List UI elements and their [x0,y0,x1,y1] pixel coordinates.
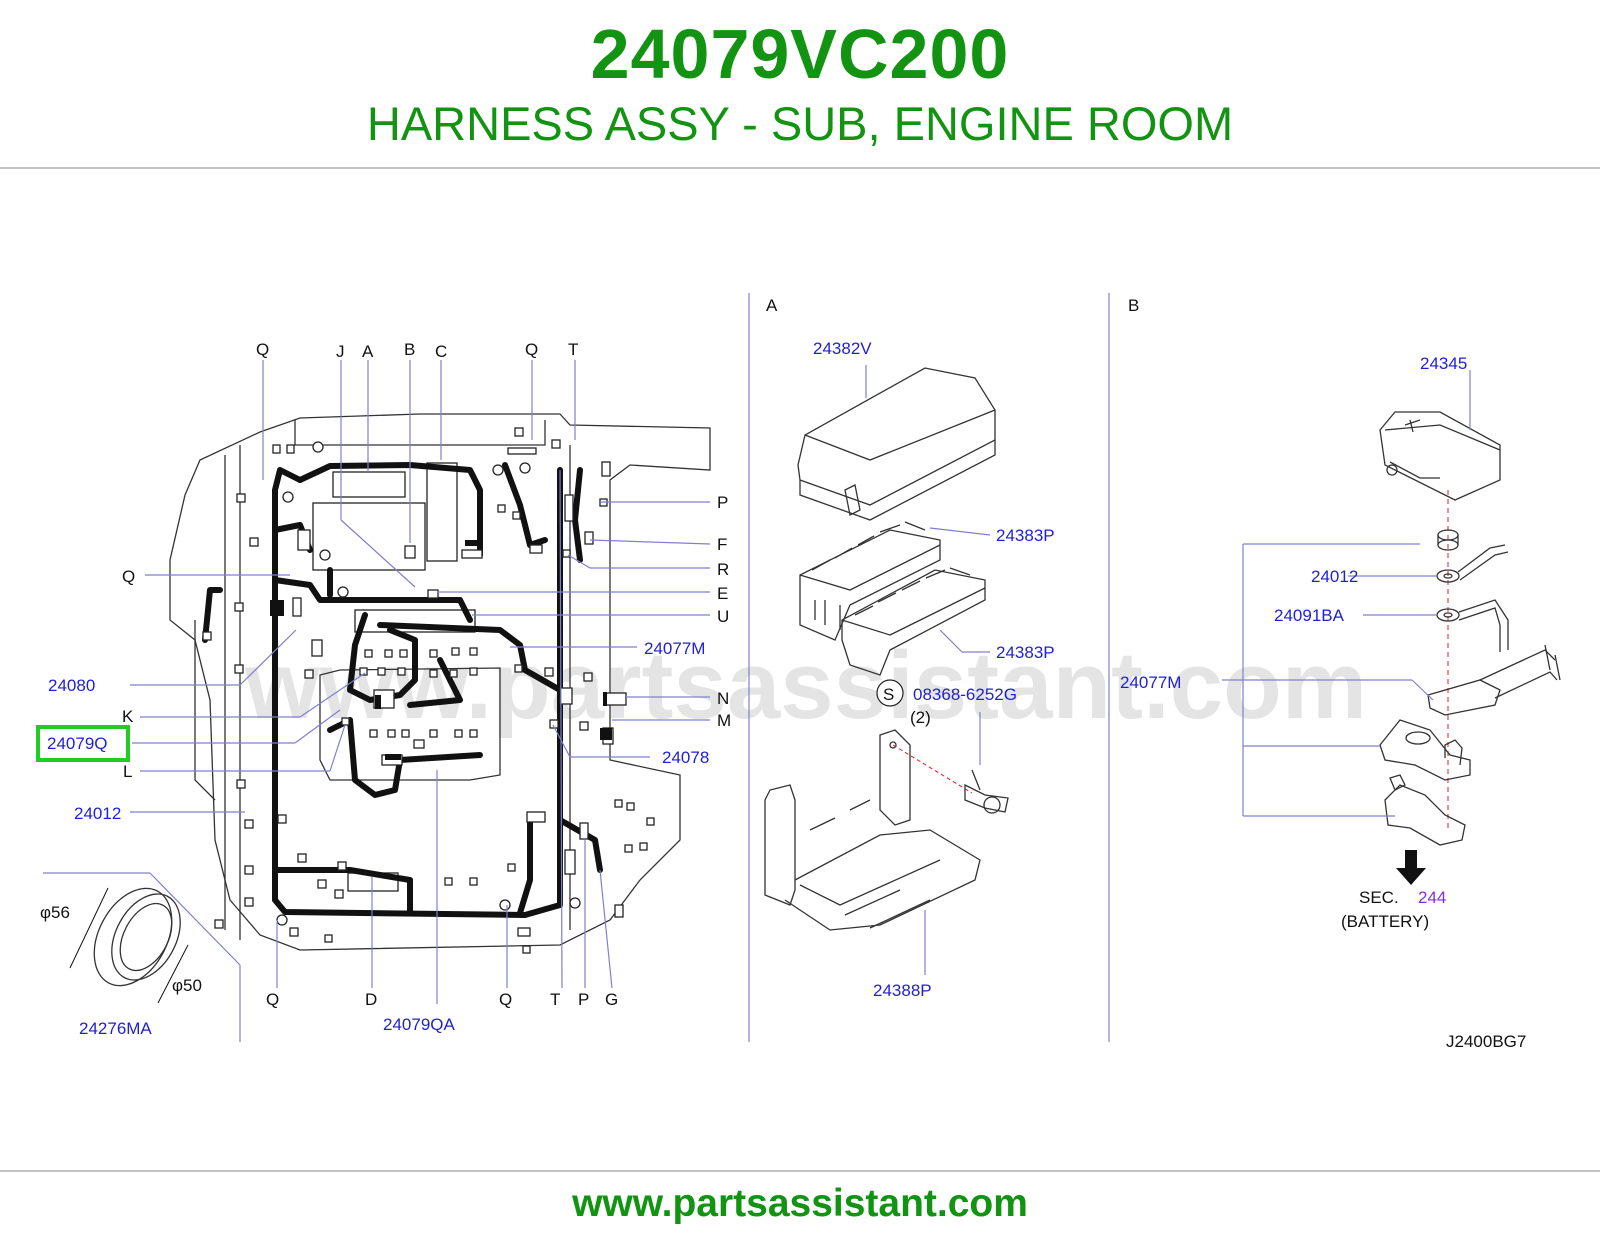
label-p-bottom: P [578,990,589,1009]
part-link-24077m-left[interactable]: 24077M [644,639,705,658]
label-t-bottom: T [550,990,560,1009]
part-link-24345[interactable]: 24345 [1420,354,1467,373]
part-link-24079qa[interactable]: 24079QA [383,1015,455,1034]
drawing-code: J2400BG7 [1446,1032,1526,1051]
nut [1437,529,1459,551]
down-arrow-icon [1396,850,1426,885]
label-q-left: Q [122,567,135,586]
label-g: G [605,990,618,1009]
fuse-block-a [332,471,406,498]
label-e: E [717,584,728,603]
fuse-block-24383p-rear [841,567,986,676]
label-d: D [365,990,377,1009]
fuse-block-c [426,462,458,562]
battery-label: (BATTERY) [1341,912,1429,931]
terminal-cover-24345 [1379,370,1501,501]
fuse-box-cover-24382v [797,365,996,521]
label-q-bottom-left: Q [266,990,279,1009]
label-m: M [717,711,731,730]
s-symbol-circle [876,679,904,707]
part-link-24079q[interactable]: 24079Q [47,734,108,753]
part-link-24091ba[interactable]: 24091BA [1274,606,1345,625]
section-link-244[interactable]: 244 [1418,888,1446,907]
section-label-a: A [766,296,778,315]
label-t-top: T [568,340,578,359]
part-number-title: 24079VC200 [590,15,1010,93]
label-c: C [435,342,447,361]
part-link-24078[interactable]: 24078 [662,748,709,767]
relay-box-outline [312,502,426,571]
leader-lines-b [1222,543,1436,817]
label-n: N [717,689,729,708]
battery-clamp [1379,719,1471,781]
part-link-24012-right[interactable]: 24012 [1311,567,1358,586]
ring-terminal-24012 [1436,544,1509,583]
label-u: U [717,607,729,626]
dim-phi56: φ56 [40,903,70,922]
grommet-24276ma [69,887,189,1004]
engine-room-outline [169,413,711,951]
part-link-24012-left[interactable]: 24012 [74,804,121,823]
part-link-24080[interactable]: 24080 [48,676,95,695]
part-link-24383p-2[interactable]: 24383P [996,643,1055,662]
footer-divider [0,1170,1600,1172]
label-k: K [122,707,134,726]
label-j: J [336,342,345,361]
part-link-24388p[interactable]: 24388P [873,981,932,1000]
label-p-right: P [717,493,728,512]
fuse-box-bracket-24388p [764,729,981,975]
battery-terminal-24077m [1427,644,1561,716]
label-q-top-right: Q [525,340,538,359]
leader-lines-left [43,360,711,1042]
s-symbol: S [883,685,894,704]
label-f: F [717,535,727,554]
section-label-b: B [1128,296,1139,315]
label-q-bottom-right: Q [499,990,512,1009]
highlight-box-24079q [36,725,130,762]
part-link-24276ma[interactable]: 24276MA [79,1019,152,1038]
bolt-quantity: (2) [910,708,931,727]
label-b: B [404,340,415,359]
label-r: R [717,560,729,579]
fuse-block-24383p-front [799,521,941,641]
label-q-top-left: Q [256,340,269,359]
part-description: HARNESS ASSY - SUB, ENGINE ROOM [366,97,1234,150]
part-link-24383p-1[interactable]: 24383P [996,526,1055,545]
harness-clips [270,540,612,760]
part-link-08368-6252g[interactable]: 08368-6252G [913,685,1017,704]
dim-phi50: φ50 [172,976,202,995]
sec-label: SEC. [1359,888,1399,907]
battery-clamp-lower [1384,774,1466,846]
label-l: L [123,762,132,781]
header-divider [0,167,1600,169]
ring-terminal-24091ba [1436,599,1509,652]
label-a: A [362,342,374,361]
bolt-08368-6252g [889,712,1009,814]
part-link-24382v[interactable]: 24382V [813,339,872,358]
footer-url[interactable]: www.partsassistant.com [572,1182,1028,1225]
page-header: 24079VC200 HARNESS ASSY - SUB, ENGINE RO… [0,0,1600,168]
part-link-24077m-right[interactable]: 24077M [1120,673,1181,692]
